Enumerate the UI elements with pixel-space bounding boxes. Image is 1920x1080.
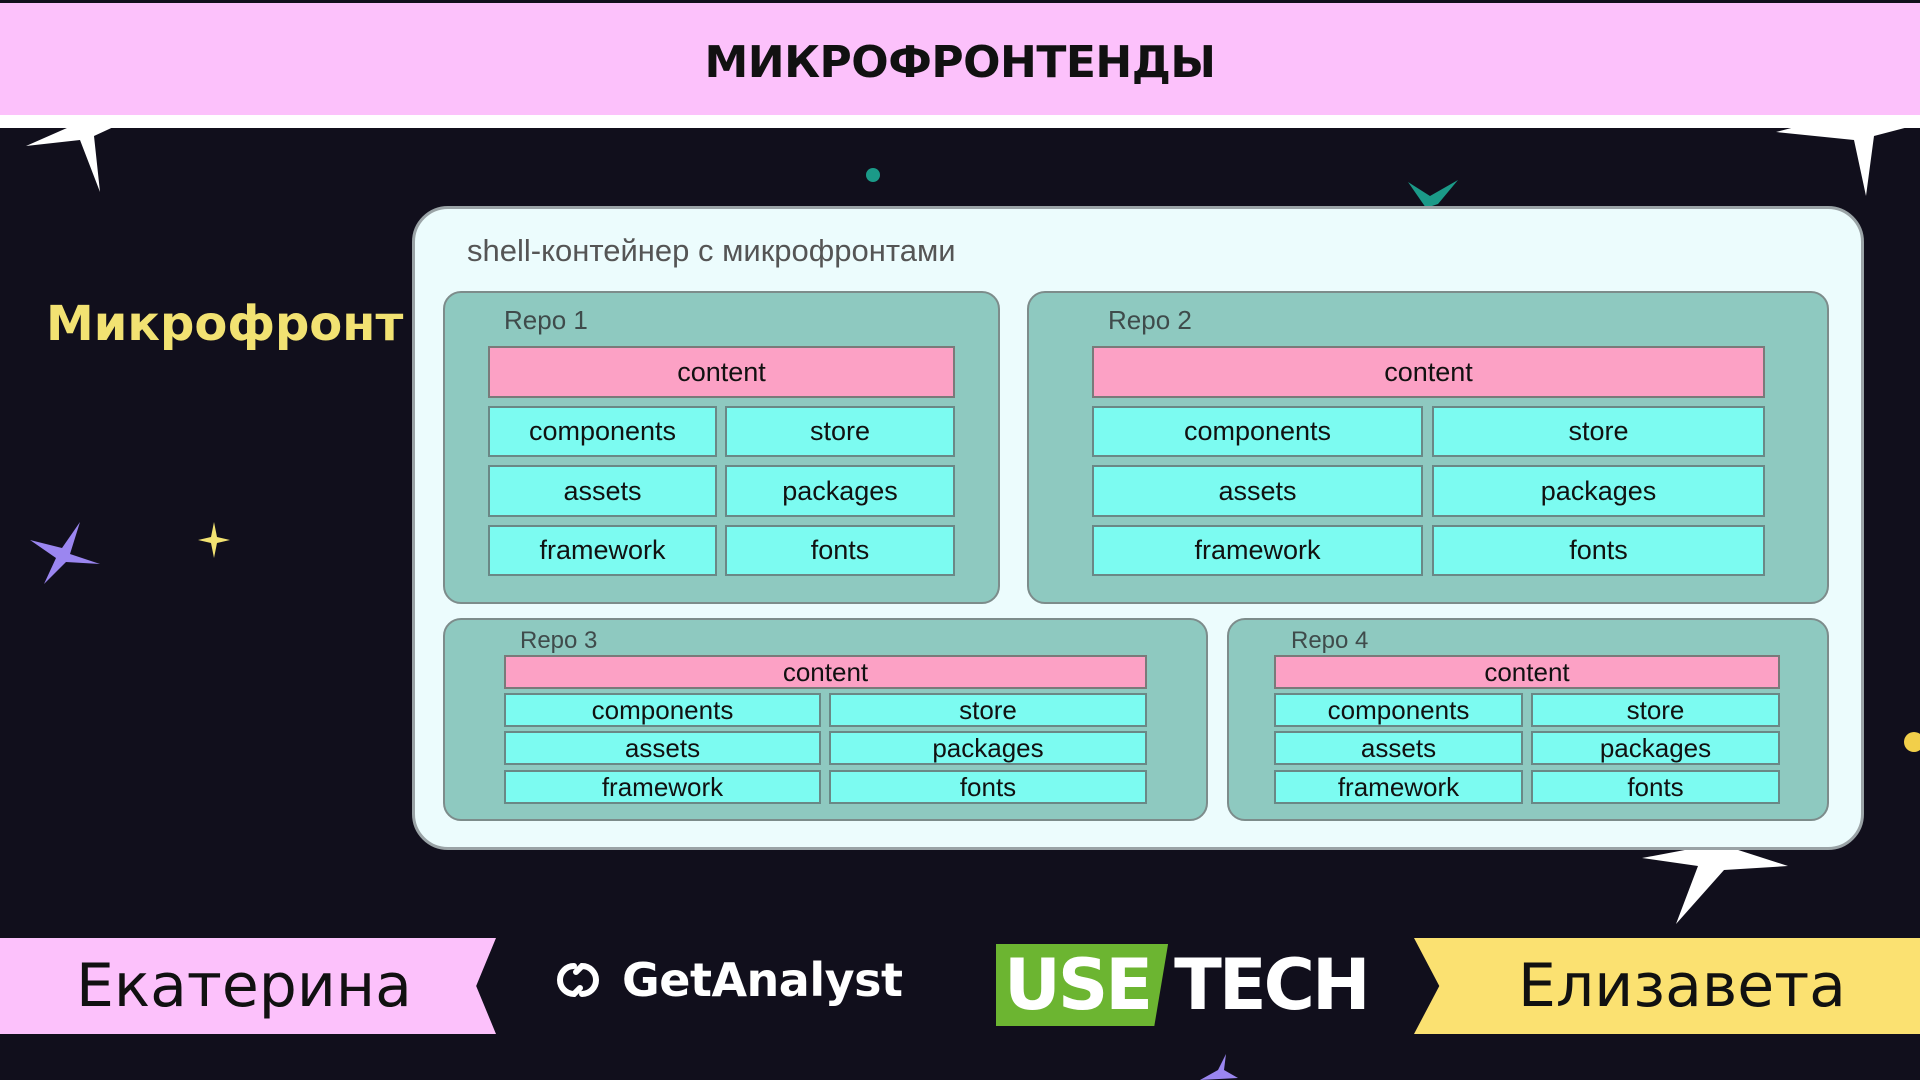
- sparkle-icon: [26, 68, 146, 192]
- speaker-left-name: Екатерина: [76, 951, 412, 1021]
- speaker-left-ribbon: Екатерина: [0, 938, 496, 1034]
- fonts-block: fonts: [725, 525, 955, 576]
- usetech-use-text: USE: [1004, 944, 1153, 1026]
- speaker-right-ribbon: Елизавета: [1414, 938, 1920, 1034]
- packages-block: packages: [1432, 465, 1765, 517]
- shell-title: shell-контейнер с микрофронтами: [467, 233, 956, 268]
- content-block: content: [488, 346, 955, 398]
- content-block: content: [504, 655, 1147, 689]
- getanalyst-wordmark: GetAnalyst: [622, 953, 903, 1007]
- repo-title: Repo 3: [520, 627, 598, 654]
- sparkle-icon: [30, 522, 100, 584]
- repo-title: Repo 1: [504, 305, 588, 335]
- packages-block: packages: [725, 465, 955, 517]
- store-block: store: [725, 406, 955, 457]
- usetech-logo: USE TECH: [996, 944, 1371, 1026]
- store-block: store: [1531, 693, 1780, 727]
- left-label: Микрофронт: [46, 296, 404, 352]
- slide-title: МИКРОФРОНТЕНДЫ: [704, 36, 1216, 88]
- content-block: content: [1092, 346, 1765, 398]
- assets-block: assets: [488, 465, 717, 517]
- framework-block: framework: [1092, 525, 1423, 576]
- usetech-tech-text: TECH: [1174, 944, 1371, 1026]
- components-block: components: [1274, 693, 1523, 727]
- header-banner: МИКРОФРОНТЕНДЫ: [0, 3, 1920, 128]
- repo-title: Repo 2: [1108, 305, 1192, 335]
- fonts-block: fonts: [1432, 525, 1765, 576]
- assets-block: assets: [1092, 465, 1423, 517]
- repo-title: Repo 4: [1291, 627, 1369, 654]
- framework-block: framework: [504, 770, 821, 804]
- fonts-block: fonts: [1531, 770, 1780, 804]
- sparkle-icon: [198, 522, 230, 558]
- getanalyst-logo: GetAnalyst: [548, 950, 903, 1010]
- store-block: store: [829, 693, 1147, 727]
- store-block: store: [1432, 406, 1765, 457]
- speaker-right-name: Елизавета: [1518, 951, 1846, 1021]
- chain-link-icon: [557, 962, 599, 998]
- dot-icon: [866, 168, 880, 182]
- dot-icon: [1904, 732, 1920, 752]
- fonts-block: fonts: [829, 770, 1147, 804]
- framework-block: framework: [488, 525, 717, 576]
- sparkle-icon: [1408, 180, 1458, 208]
- sparkle-icon: [1200, 1054, 1238, 1080]
- framework-block: framework: [1274, 770, 1523, 804]
- usetech-use-block: USE: [996, 944, 1169, 1026]
- assets-block: assets: [1274, 731, 1523, 765]
- packages-block: packages: [1531, 731, 1780, 765]
- components-block: components: [488, 406, 717, 457]
- components-block: components: [504, 693, 821, 727]
- components-block: components: [1092, 406, 1423, 457]
- assets-block: assets: [504, 731, 821, 765]
- content-block: content: [1274, 655, 1780, 689]
- packages-block: packages: [829, 731, 1147, 765]
